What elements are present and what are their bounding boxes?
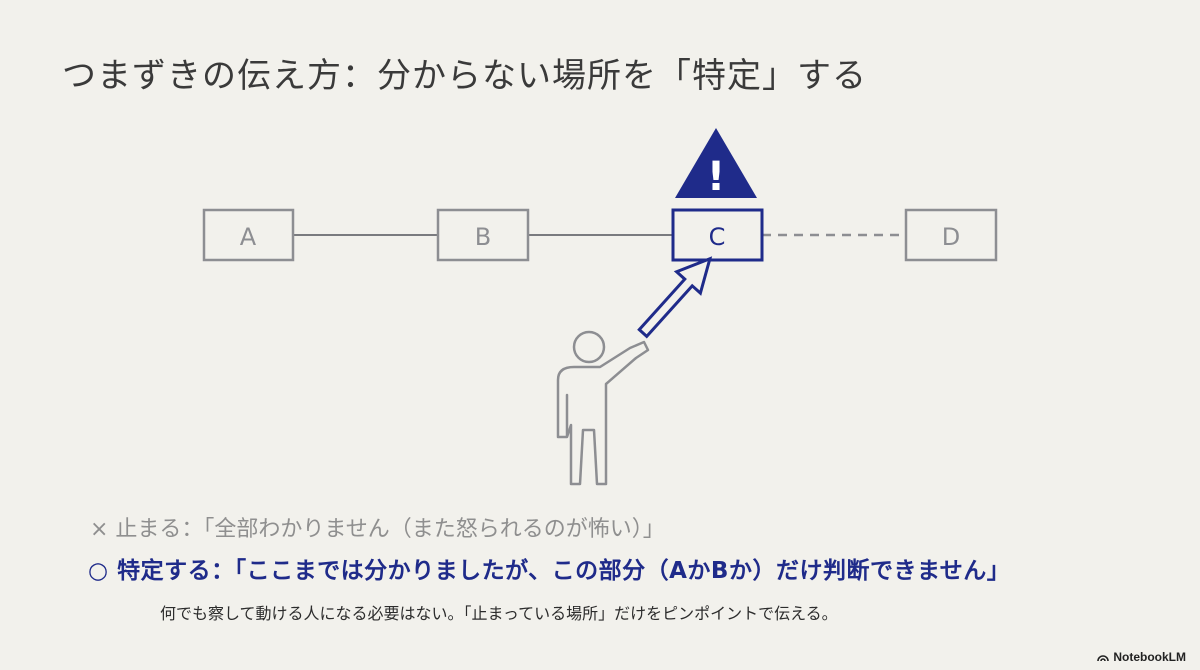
warning-symbol: !	[707, 154, 725, 200]
node-c-label: C	[709, 223, 726, 251]
notebooklm-logo-icon	[1097, 654, 1110, 661]
node-a: A	[202, 208, 295, 262]
good-example-text: ○ 特定する：「ここまでは分かりましたが、この部分（AかBか）だけ判断できません…	[88, 558, 1011, 584]
node-b: B	[436, 208, 530, 262]
node-d-label: D	[942, 223, 960, 251]
bad-example-text: × 止まる：「全部わかりません（また怒られるのが怖い）」	[90, 517, 665, 542]
node-c: C	[671, 208, 764, 262]
slide-title: つまずきの伝え方：分からない場所を「特定」する	[62, 56, 867, 96]
node-d: D	[904, 208, 998, 262]
node-b-label: B	[475, 223, 491, 251]
warning-icon: !	[675, 128, 757, 200]
note-text: 何でも察して動ける人になる必要はない。「止まっている場所」だけをピンポイントで伝…	[160, 604, 838, 623]
node-a-label: A	[240, 223, 257, 251]
brand-label: NotebookLM	[1113, 650, 1186, 664]
brand-badge: NotebookLM	[1097, 650, 1186, 664]
person-pointing-icon	[556, 330, 650, 486]
pointer-arrow-icon	[637, 256, 713, 339]
